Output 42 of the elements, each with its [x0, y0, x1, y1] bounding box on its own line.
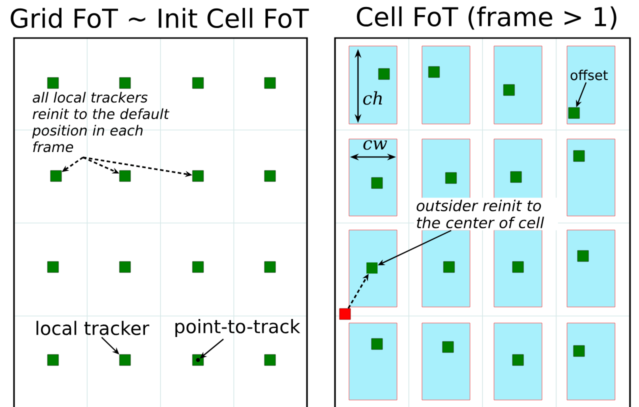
tracker-square: [512, 354, 524, 366]
tracker-square: [577, 250, 589, 262]
dimension-label: ch: [363, 91, 382, 105]
tracker-square: [264, 170, 276, 182]
annotation-text: local tracker: [36, 320, 150, 336]
note-text: all local trackers reinit to the default position in each frame: [32, 92, 170, 152]
annotation-text: point-to-track: [175, 319, 300, 337]
tracker-square: [503, 84, 515, 96]
tracker-square: [192, 77, 204, 89]
tracker-square: [119, 170, 131, 182]
tracker-square: [510, 171, 522, 183]
node-label: outsider reinit to the center of cell: [416, 200, 544, 228]
callout-box: outsider reinit to the center of cell: [414, 198, 558, 230]
tracker-square: [192, 261, 204, 273]
tracker-square: [47, 354, 59, 366]
outsider-square: [339, 308, 351, 320]
tracker-square: [428, 66, 440, 78]
annotation-text: offset: [570, 70, 608, 80]
tracker-square: [47, 77, 59, 89]
tracker-square: [264, 354, 276, 366]
tracker-square: [443, 261, 455, 273]
tracker-square: [119, 77, 131, 89]
tracker-square: [47, 261, 59, 273]
tracker-square: [119, 261, 131, 273]
tracker-square: [445, 172, 457, 184]
tracker-square: [573, 150, 585, 162]
tracker-square: [512, 261, 524, 273]
reinit-square: [366, 262, 378, 274]
tracker-square: [50, 170, 62, 182]
tracker-square: [119, 354, 131, 366]
tracker-square: [371, 338, 383, 350]
tracker-square: [371, 177, 383, 189]
tracker-square: [264, 261, 276, 273]
tracker-square: [378, 68, 390, 80]
tracker-square: [442, 341, 454, 353]
tracker-square: [573, 345, 585, 357]
tracker-square: [264, 77, 276, 89]
tracker-square: [568, 107, 580, 119]
title: Grid FoT ~ Init Cell FoT: [10, 8, 309, 28]
dimension-label: cw: [363, 140, 388, 150]
title: Cell FoT (frame > 1): [356, 6, 616, 30]
tracker-square: [192, 170, 204, 182]
